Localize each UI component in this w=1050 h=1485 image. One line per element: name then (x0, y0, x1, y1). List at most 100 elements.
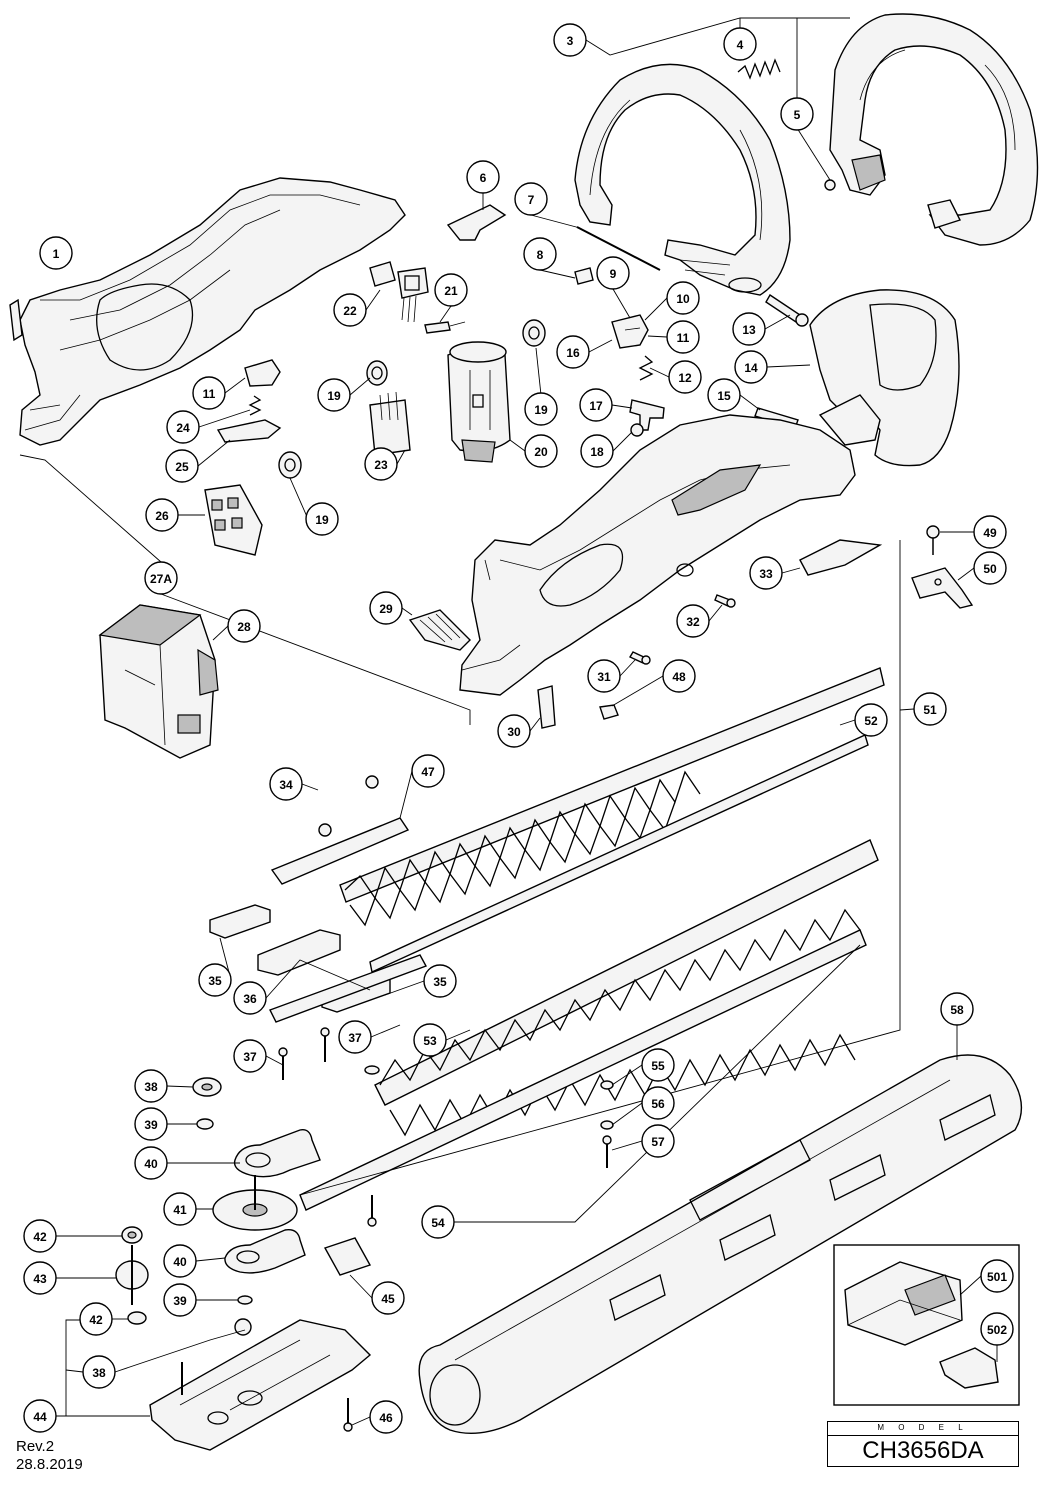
callout-number: 12 (678, 371, 692, 385)
callout-number: 55 (651, 1059, 665, 1073)
callout-number: 43 (33, 1272, 47, 1286)
callout-number: 1 (53, 247, 60, 261)
callout-number: 57 (651, 1135, 665, 1149)
callout-11: 11 (192, 376, 226, 410)
callout-39: 39 (163, 1283, 197, 1317)
callout-number: 39 (173, 1294, 187, 1308)
part-bracket-50 (911, 567, 974, 609)
part-pinion-43 (115, 1245, 149, 1305)
callout-42: 42 (23, 1219, 57, 1253)
part-guard (809, 289, 960, 467)
callout-number: 19 (315, 513, 329, 527)
callout-number: 501 (987, 1270, 1007, 1284)
callout-number: 28 (237, 620, 251, 634)
callout-circle (134, 1107, 168, 1141)
callout-number: 32 (686, 615, 700, 629)
part-screw-13 (765, 294, 809, 327)
part-motor (447, 341, 511, 463)
part-spring (737, 58, 781, 80)
callout-circle (980, 1312, 1014, 1346)
callout-circle (369, 1400, 403, 1434)
callout-51: 51 (913, 692, 947, 726)
callout-circle (23, 1219, 57, 1253)
model-number: CH3656DA (862, 1437, 984, 1464)
revision-label: Rev.2 (16, 1438, 55, 1455)
callout-37: 37 (233, 1039, 267, 1073)
callout-circle (514, 182, 548, 216)
callout-circle (641, 1124, 675, 1158)
callout-number: 25 (175, 460, 189, 474)
callout-circle (707, 378, 741, 412)
callout-25: 25 (165, 449, 199, 483)
part-wire-connector (424, 321, 466, 334)
part-screw-32 (714, 594, 736, 608)
callout-19: 19 (524, 392, 558, 426)
callout-circle (165, 449, 199, 483)
part-blade-bar (369, 734, 869, 974)
part-bearing-38 (192, 1077, 222, 1097)
callout-circle (734, 350, 768, 384)
callout-number: 44 (33, 1410, 47, 1424)
model-label: M O D E L (828, 1423, 1018, 1436)
callout-circle (338, 1020, 372, 1054)
callout-43: 43 (23, 1261, 57, 1295)
part-screw-57 (602, 1135, 612, 1168)
part-battery (98, 604, 219, 759)
callout-number: 16 (566, 346, 580, 360)
callout-20: 20 (524, 434, 558, 468)
callout-19: 19 (317, 378, 351, 412)
part-spring-24 (248, 395, 262, 416)
part-spring-small (638, 355, 654, 381)
callout-54: 54 (421, 1205, 455, 1239)
callout-number: 37 (348, 1031, 362, 1045)
callout-number: 18 (590, 445, 604, 459)
parts-layer (9, 13, 1039, 1451)
callout-13: 13 (732, 312, 766, 346)
callout-number: 46 (379, 1411, 393, 1425)
callout-45: 45 (371, 1281, 405, 1315)
callout-circle (198, 963, 232, 997)
callout-number: 24 (176, 421, 190, 435)
callout-circle (587, 659, 621, 693)
callout-14: 14 (734, 350, 768, 384)
callout-circle (524, 392, 558, 426)
callout-18: 18 (580, 434, 614, 468)
callout-49: 49 (973, 515, 1007, 549)
callout-circle (732, 312, 766, 346)
callout-circle (369, 591, 403, 625)
callout-47: 47 (411, 754, 445, 788)
callout-number: 58 (950, 1003, 964, 1017)
callout-circle (145, 498, 179, 532)
callout-33: 33 (749, 556, 783, 590)
callout-number: 10 (676, 292, 690, 306)
callout-29: 29 (369, 591, 403, 625)
part-control-board (369, 261, 429, 323)
callout-number: 21 (444, 284, 458, 298)
part-adapter-502 (939, 1347, 999, 1389)
callout-6: 6 (466, 160, 500, 194)
callout-number: 11 (203, 387, 216, 401)
callout-9: 9 (596, 256, 630, 290)
model-box: M O D E L CH3656DA (827, 1421, 1019, 1467)
callout-circle (364, 447, 398, 481)
callout-circle (676, 604, 710, 638)
callout-501: 501 (980, 1259, 1014, 1293)
callout-46: 46 (369, 1400, 403, 1434)
callout-circle (23, 1399, 57, 1433)
callout-number: 5 (794, 108, 801, 122)
callout-number: 19 (327, 389, 341, 403)
callout-56: 56 (641, 1086, 675, 1120)
callout-22: 22 (333, 293, 367, 327)
callout-38: 38 (82, 1355, 116, 1389)
callout-number: 20 (534, 445, 548, 459)
callout-number: 38 (92, 1366, 106, 1380)
callout-circle (556, 335, 590, 369)
part-rod (576, 226, 661, 271)
part-switch-plate (446, 204, 507, 241)
callout-number: 29 (379, 602, 393, 616)
part-button-25 (216, 419, 282, 443)
callout-52: 52 (854, 703, 888, 737)
part-bearing-38b (234, 1318, 252, 1336)
part-block-36 (257, 929, 341, 976)
